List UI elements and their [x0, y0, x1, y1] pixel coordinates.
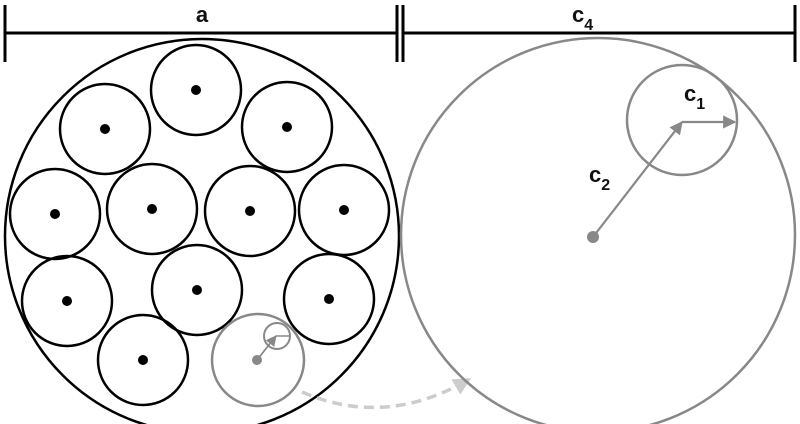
center-dot [138, 355, 148, 365]
mini-arrow-c2 [256, 335, 277, 361]
gray-small-circle [210, 312, 306, 408]
label-a: a [196, 2, 209, 27]
center-dot [147, 204, 157, 214]
small-circle [96, 313, 190, 407]
label-c4: c4 [572, 2, 593, 34]
label-c4-base: c [572, 2, 584, 27]
center-dot [100, 124, 110, 134]
small-circle [240, 80, 334, 174]
packed-circles [8, 43, 391, 407]
center-dot [50, 209, 60, 219]
dimension-c4: c4 [401, 2, 797, 62]
center-dot [339, 205, 349, 215]
center-dot [282, 122, 292, 132]
label-c2: c2 [589, 162, 610, 194]
center-dot [191, 85, 201, 95]
small-circle [20, 254, 114, 348]
center-dot [324, 294, 334, 304]
arrow-c2 [592, 120, 683, 238]
label-c2-sub: 2 [601, 177, 610, 194]
label-c1-sub: 1 [696, 96, 705, 113]
dashed-transfer-arrow [301, 378, 472, 410]
small-circle [297, 163, 391, 257]
small-circle [58, 82, 152, 176]
inner-circle-c1 [625, 63, 739, 177]
gray-tiny-circle [263, 322, 291, 350]
small-circle [150, 243, 244, 337]
dimension-a: a [3, 2, 399, 62]
label-c1-base: c [684, 81, 696, 106]
outer-circle-right [399, 36, 797, 424]
small-circle [149, 43, 243, 137]
small-circle [8, 167, 102, 261]
small-circle [203, 164, 297, 258]
center-dots [50, 85, 349, 365]
center-dot [245, 206, 255, 216]
outer-circle-left [3, 37, 401, 424]
label-c1: c1 [684, 81, 705, 113]
label-c2-base: c [589, 162, 601, 187]
highlight-small-circle [210, 312, 306, 408]
small-circle [105, 162, 199, 256]
center-dot [192, 285, 202, 295]
label-c4-sub: 4 [584, 17, 593, 34]
small-circle [282, 252, 376, 346]
center-dot [62, 296, 72, 306]
